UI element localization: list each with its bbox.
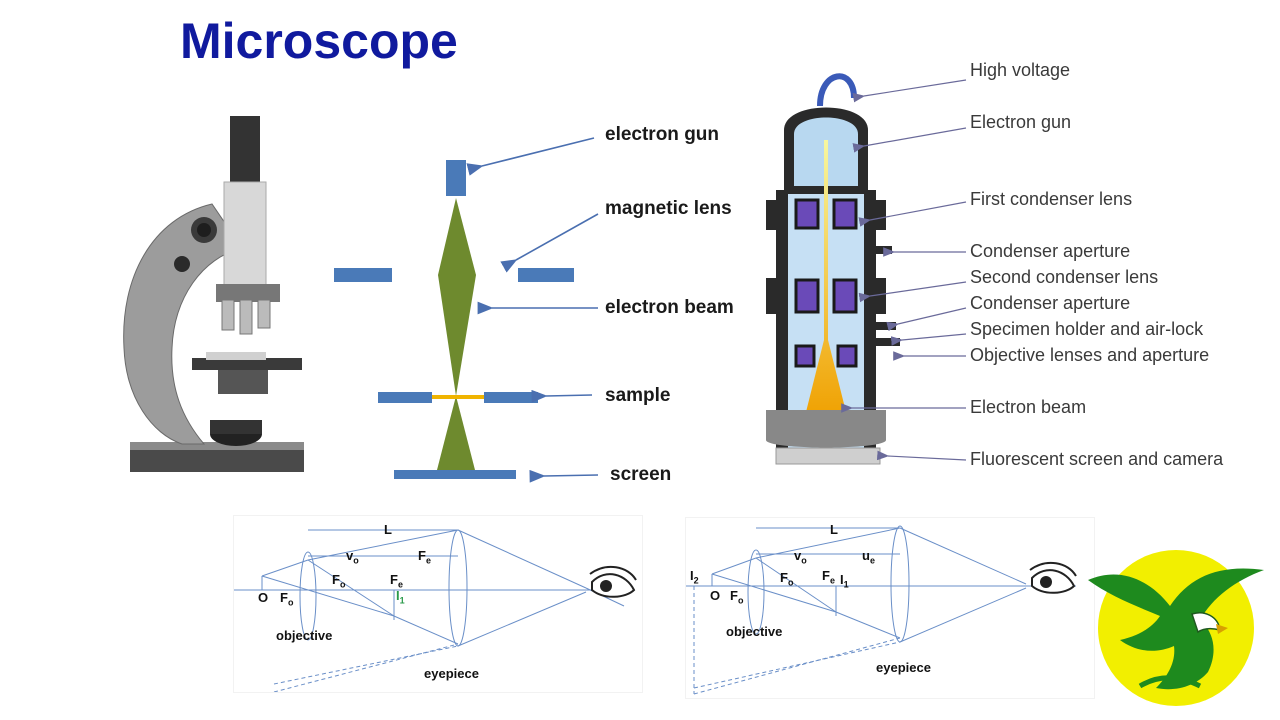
label-fo2-right: Fo [780,570,794,588]
electron-gun-block [446,160,466,196]
eagle-logo [1080,536,1272,712]
electron-beam-upper [438,198,476,396]
sample-strip [432,395,484,399]
eagle-icon [1088,550,1264,706]
label-ue-right: ue [862,548,875,566]
light-microscope-illustration [112,108,316,484]
label-first-condenser-lens: First condenser lens [970,189,1133,209]
eye-icon [1029,561,1077,594]
ray-diagram-right: L vo ue I2 O Fo Fo Fe I1 objective eyepi… [686,518,1094,698]
label-objective-lenses: Objective lenses and aperture [970,345,1210,365]
label-fo1-left: Fo [280,590,294,608]
microscope-stage [192,358,302,370]
label-fluorescent-screen: Fluorescent screen and camera [970,449,1224,469]
label-magnetic-lens: magnetic lens [605,198,732,219]
electron-beam-lower [437,396,475,470]
label-i1-left: I1 [396,588,405,606]
label-O-left: O [258,590,269,605]
label-O-right: O [710,588,721,603]
label-i1-right: I1 [840,572,849,590]
screen-plate [394,470,516,479]
label-specimen-holder: Specimen holder and air-lock [970,319,1204,339]
column-drawing [766,73,967,465]
label-L-right: L [830,522,838,537]
page-title: Microscope [180,13,458,69]
ray-diagram-left: L vo Fe O Fo Fo Fe I1 objective eyepiece [234,516,642,692]
label-vo-right: vo [794,548,807,566]
eye-icon [589,565,637,598]
column-beam [804,140,848,420]
label-eyepiece-left: eyepiece [424,666,479,681]
microscope-icon [123,116,304,472]
label-electron-gun-sem: Electron gun [970,112,1072,132]
ray-diagram-left-drawing [234,529,637,692]
label-fe-right: Fe [822,568,835,586]
label-sample: sample [605,385,671,406]
label-L-left: L [384,522,392,537]
label-high-voltage: High voltage [970,60,1071,80]
label-objective-right: objective [726,624,783,639]
magnetic-lens-plate-right [518,268,574,282]
label-electron-gun: electron gun [605,124,720,145]
label-condenser-aperture-2: Condenser aperture [970,293,1131,313]
label-condenser-aperture-1: Condenser aperture [970,241,1131,261]
microscope-arm [123,203,243,445]
label-fo2-left: Fo [332,572,346,590]
label-fo1-right: Fo [730,588,744,606]
label-objective-left: objective [276,628,333,643]
eyepiece-tube [230,116,260,194]
microscope-base [130,448,304,472]
label-fe-top-left: Fe [418,548,431,566]
label-second-condenser-lens: Second condenser lens [970,267,1159,287]
tem-schematic: electron gun magnetic lens electron beam… [330,110,740,490]
tem-drawing [334,137,599,483]
magnetic-lens-plate-left [334,268,392,282]
label-electron-beam: electron beam [605,297,734,318]
label-vo-left: vo [346,548,359,566]
ray-diagram-right-drawing [686,525,1077,695]
label-screen: screen [610,464,672,485]
electron-microscope-column: High voltage Electron gun First condense… [736,50,1280,490]
label-eyepiece-right: eyepiece [876,660,931,675]
label-i2-right: I2 [690,568,699,586]
label-electron-beam-sem: Electron beam [970,397,1087,417]
label-fe-left: Fe [390,572,403,590]
